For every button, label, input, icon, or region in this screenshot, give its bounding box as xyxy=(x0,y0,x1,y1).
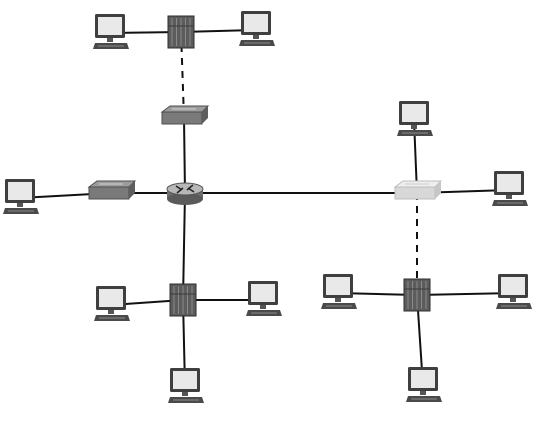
link-router-to-hub-bottom-left xyxy=(182,192,186,301)
link-hub-bottom-right-to-pc-br-right xyxy=(416,292,514,296)
hub-icon xyxy=(169,283,197,317)
computer-icon xyxy=(93,14,129,49)
nodes-layer xyxy=(3,11,532,403)
computer-icon xyxy=(94,286,130,321)
computer-icon xyxy=(406,367,442,402)
switch-icon xyxy=(87,180,137,200)
hub-icon xyxy=(403,278,431,312)
router-icon xyxy=(166,182,204,205)
computer-icon xyxy=(168,368,204,403)
computer-icon xyxy=(492,171,528,206)
switch-icon xyxy=(160,105,210,125)
computer-icon xyxy=(496,274,532,309)
computer-icon xyxy=(3,179,39,214)
computer-icon xyxy=(239,11,275,46)
computer-icon xyxy=(397,101,433,136)
hub-icon xyxy=(167,15,195,49)
links-layer xyxy=(19,29,514,388)
switch-icon xyxy=(393,180,443,200)
computer-icon xyxy=(246,281,282,316)
link-switch-top-to-router xyxy=(183,117,186,194)
computer-icon xyxy=(321,274,357,309)
